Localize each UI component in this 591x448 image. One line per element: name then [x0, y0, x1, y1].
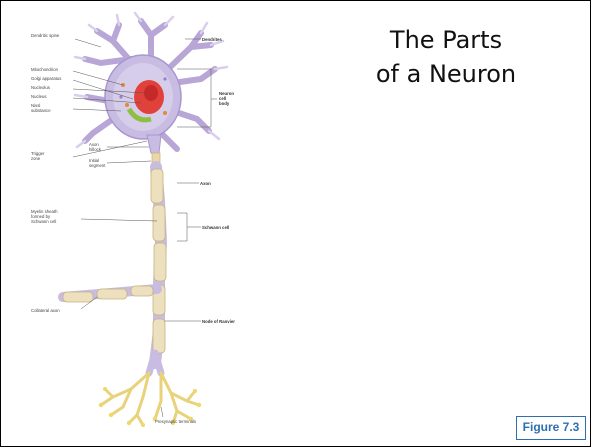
label-axon: Axon — [200, 181, 211, 186]
label-mitochondrion: Mitochondrion — [31, 67, 59, 72]
label-nucleus: Nucleus — [31, 94, 47, 99]
presynaptic-terminals — [101, 373, 199, 425]
label-hillock-2: hillock — [89, 147, 102, 152]
label-dendritic-spine: Dendritic spine — [31, 33, 60, 38]
label-node-of-ranvier: Node of Ranvier — [202, 319, 235, 324]
figure-tag: Figure 7.3 — [516, 416, 586, 440]
label-schwann-cell: Schwann cell — [202, 225, 229, 230]
label-trigger-2: zone — [31, 156, 41, 161]
slide-title: The Parts of a Neuron — [341, 23, 551, 91]
label-golgi: Golgi apparatus — [31, 76, 61, 81]
axon — [63, 167, 166, 373]
title-line-2: of a Neuron — [341, 57, 551, 91]
label-nissl-2: substance — [31, 108, 51, 113]
label-initial-2: segment — [89, 163, 106, 168]
title-line-1: The Parts — [341, 23, 551, 57]
label-dendrites: Dendrites — [202, 37, 222, 42]
label-presynaptic-terminals: Presynaptic terminals — [155, 419, 196, 424]
label-nucleolus: Nucleolus — [31, 85, 50, 90]
label-myelin-3: Schwann cell — [31, 219, 56, 224]
label-cell-body-3: body — [219, 101, 230, 106]
label-collateral-axon: Collateral axon — [31, 308, 60, 313]
